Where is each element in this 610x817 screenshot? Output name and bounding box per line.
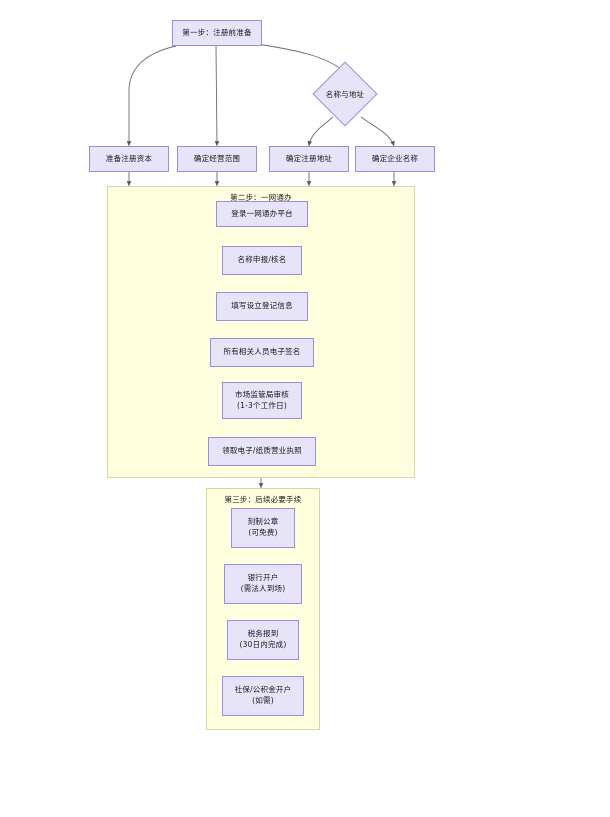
node-step1[interactable]: 第一步：注册前准备 [172,20,262,46]
node-s2-esign[interactable]: 所有相关人员电子签名 [210,338,314,367]
node-s3-tax-registration[interactable]: 税务报到 (30日内完成) [227,620,299,660]
node-s2-review[interactable]: 市场监管局审核 (1-3个工作日) [222,382,302,419]
node-s2-get-license[interactable]: 领取电子/纸质营业执照 [208,437,316,466]
node-prep-capital-label: 准备注册资本 [105,153,153,163]
node-s3-tax-registration-label-2: (30日内完成) [239,640,287,649]
node-s3-bank-account-label-1: 银行开户 [247,573,279,583]
edge-prep-to-capital [126,45,177,147]
node-s2-name-check[interactable]: 名称申报/核名 [222,246,302,275]
node-s3-social-insurance-label-1: 社保/公积金开户 [234,685,292,695]
node-step1-label: 第一步：注册前准备 [182,27,252,37]
node-s3-seal[interactable]: 刻制公章 (可免费) [231,508,295,548]
edge-decision-to-name [360,116,395,147]
node-s3-social-insurance-label-2: (如需) [252,696,274,705]
node-s2-fill-registration[interactable]: 填写设立登记信息 [216,292,308,321]
cluster-step2-title: 第二步：一网通办 [230,193,292,202]
node-s2-login-label: 登录一网通办平台 [231,208,293,218]
node-prep-scope[interactable]: 确定经营范围 [177,146,257,172]
node-s3-tax-registration-label-1: 税务报到 [247,629,279,639]
node-prep-address[interactable]: 确定注册地址 [269,146,349,172]
cluster-step2: 第二步：一网通办 [107,186,415,478]
node-s3-bank-account[interactable]: 银行开户 (需法人到场) [224,564,302,604]
node-prep-scope-label: 确定经营范围 [193,153,241,163]
node-s2-get-license-label: 领取电子/纸质营业执照 [222,446,302,456]
node-s2-review-label-2: (1-3个工作日) [237,400,287,410]
node-s2-esign-label: 所有相关人员电子签名 [223,347,301,357]
cluster-step3-title: 第三步：后续必要手续 [224,495,302,504]
node-s2-review-label-1: 市场监管局审核 [235,389,289,399]
node-prep-capital[interactable]: 准备注册资本 [89,146,169,172]
edge-decision-to-address [307,116,334,147]
node-s3-seal-label-1: 刻制公章 [247,517,279,527]
node-s3-bank-account-label-2: (需法人到场) [240,584,286,593]
node-s3-social-insurance[interactable]: 社保/公积金开户 (如需) [222,676,304,716]
node-prep-address-label: 确定注册地址 [285,153,333,163]
node-decision-label: 名称与地址 [325,89,365,99]
node-decision-name-address[interactable]: 名称与地址 [312,61,378,127]
node-s3-seal-label-2: (可免费) [248,528,278,537]
node-s2-login[interactable]: 登录一网通办平台 [216,201,308,227]
node-prep-company-name-label: 确定企业名称 [371,153,419,163]
node-prep-company-name[interactable]: 确定企业名称 [355,146,435,172]
edge-prep-to-scope [214,45,220,147]
edge-prep-to-decision [256,43,346,73]
node-s2-fill-registration-label: 填写设立登记信息 [231,301,293,311]
node-s2-name-check-label: 名称申报/核名 [237,255,287,265]
